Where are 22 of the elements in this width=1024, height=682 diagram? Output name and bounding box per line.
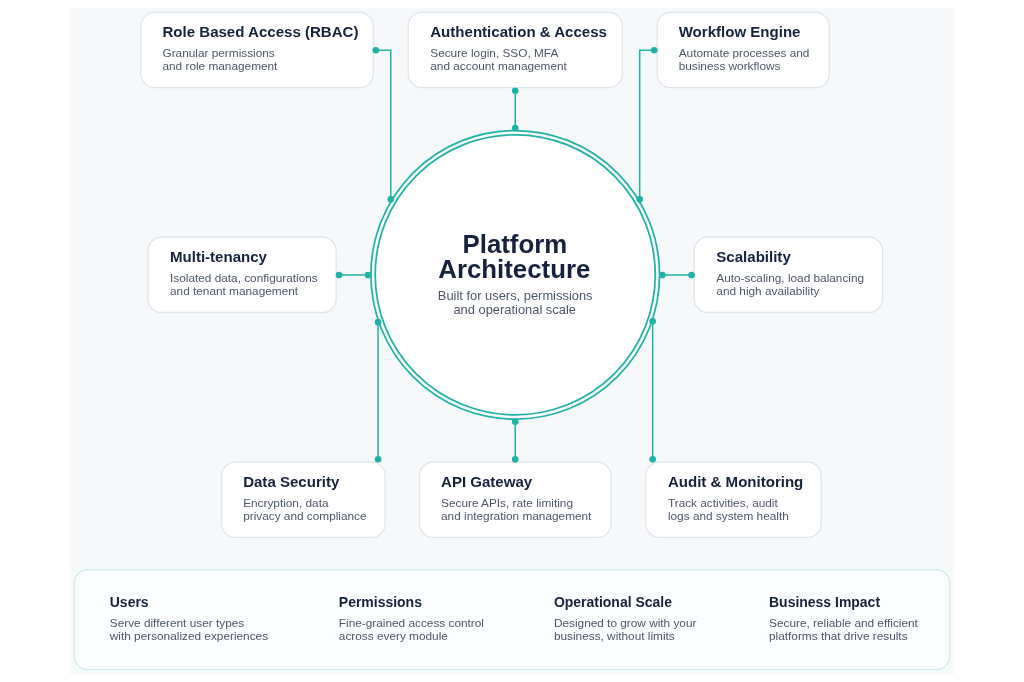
connector (636, 46, 658, 203)
connector (649, 318, 656, 463)
node-box: Data Security Encryption, data privacy and compliance (221, 461, 386, 539)
connector (511, 418, 519, 463)
node-text: Business Impact Secure, reliable and efficient platforms that drive results (769, 594, 918, 643)
node-box: Multi-tenancy Isolated data, configurations and tenant management (147, 236, 337, 314)
node-box: Audit & Monitoring Track activities, audit logs and system health (645, 461, 822, 539)
connector (659, 271, 695, 279)
connector (335, 271, 372, 279)
node-box: Scalability Auto-scaling, load balancing and high availability (693, 236, 884, 314)
connector (374, 318, 382, 463)
node-box: Role Based Access (RBAC) Granular permissions and role management (140, 11, 374, 89)
cluster (73, 568, 951, 671)
node-box: Authentication & Access Secure login, SSO, MFA and account management (407, 11, 623, 89)
node-circle: Platform Architecture Built for users, permissions and operational scale (370, 129, 661, 421)
node-text: Operational Scale Designed to grow with your business, without limits (553, 594, 697, 643)
node-text: Users Serve different user types with personalized experiences (109, 594, 269, 643)
node-text: Permissions Fine-grained access control across every module (338, 594, 484, 643)
node-box: Workflow Engine Automate processes and business workflows (656, 11, 830, 89)
connector (372, 46, 395, 203)
connector (511, 87, 519, 132)
node-box: API Gateway Secure APIs, rate limiting and integration management (418, 461, 612, 539)
